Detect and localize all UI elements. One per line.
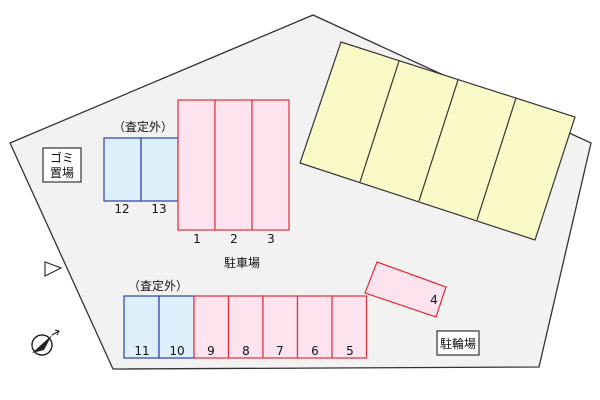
parking-label: 駐車場 (224, 255, 260, 270)
building (299, 41, 576, 241)
space-8-label: 8 (242, 344, 250, 358)
excluded-label-bottom: （査定外） (128, 278, 188, 293)
space-7-label: 7 (276, 344, 284, 358)
triangle-marker-icon (44, 261, 63, 277)
space-10-label: 10 (169, 344, 184, 358)
space-3 (251, 99, 290, 231)
space-4 (364, 261, 447, 318)
garbage-label-line2: 置場 (50, 166, 74, 180)
compass-icon (31, 329, 60, 356)
space-4-label: 4 (430, 293, 438, 307)
space-2 (214, 99, 253, 231)
garbage-label-line1: ゴミ (50, 150, 74, 165)
excluded-label-top: （査定外） (113, 119, 173, 134)
space-13-label: 13 (151, 202, 166, 216)
space-6-label: 6 (311, 344, 319, 358)
space-2-label: 2 (230, 232, 238, 246)
space-9-label: 9 (207, 344, 215, 358)
space-1-label: 1 (193, 232, 201, 246)
space-5 (331, 295, 368, 359)
space-11-label: 11 (134, 344, 149, 358)
space-11 (123, 295, 160, 359)
space-1 (177, 99, 216, 231)
space-13 (140, 137, 179, 202)
bicycle-label: 駐輪場 (440, 336, 476, 351)
space-3-label: 3 (267, 232, 275, 246)
bicycle-parking: 駐輪場 (436, 330, 480, 356)
space-9 (193, 295, 230, 359)
space-12-label: 12 (114, 202, 129, 216)
space-5-label: 5 (346, 344, 354, 358)
garbage-area: ゴミ 置場 (42, 147, 82, 183)
space-12 (103, 137, 142, 202)
